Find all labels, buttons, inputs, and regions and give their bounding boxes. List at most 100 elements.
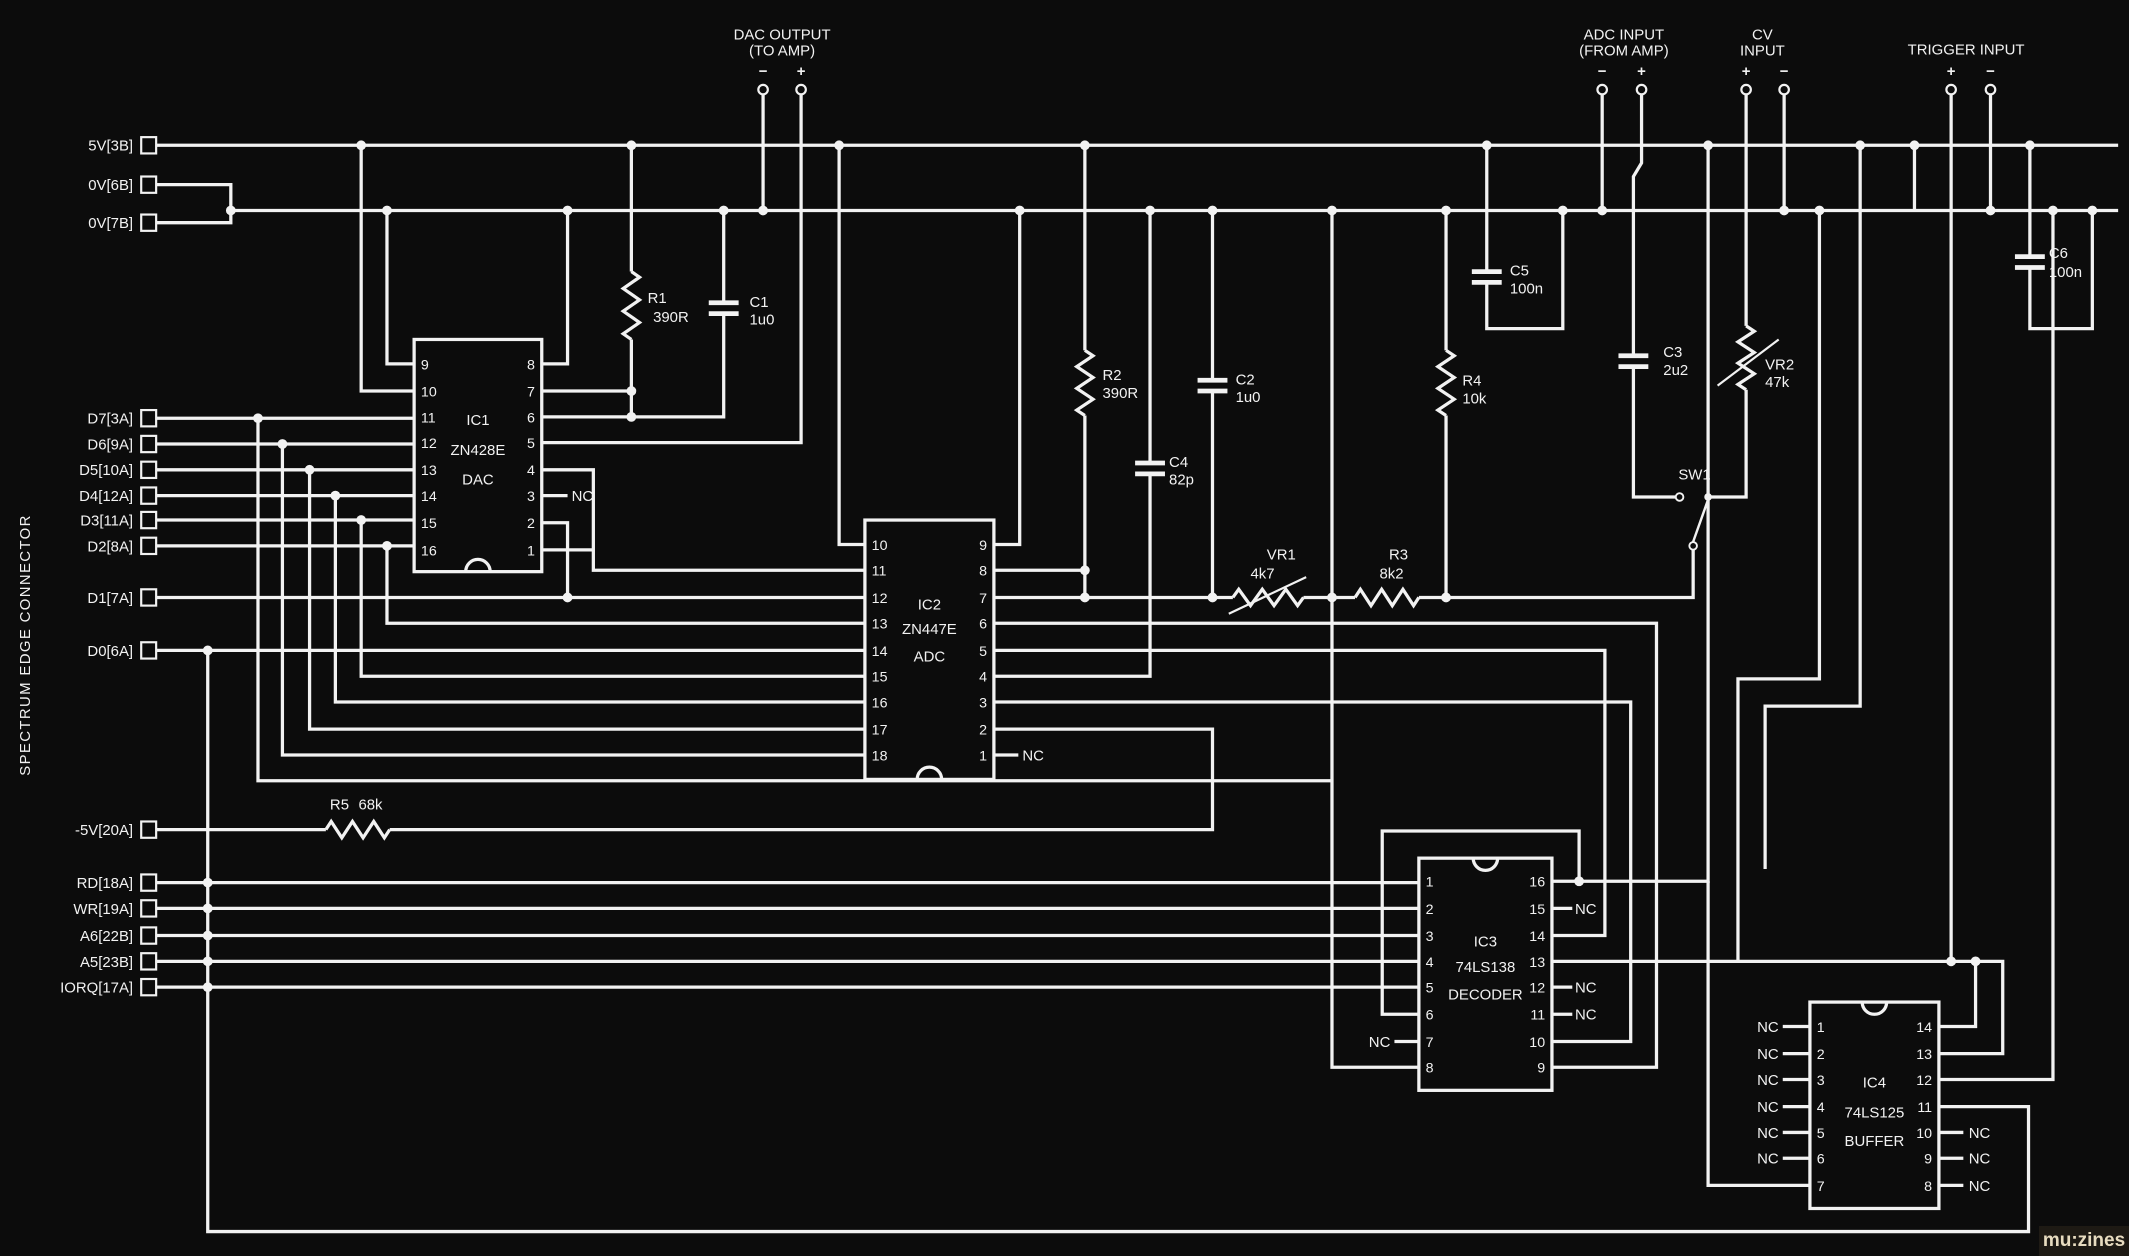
potentiometer-vr2: [1734, 324, 1758, 392]
terminal-polarity: −: [1780, 63, 1789, 80]
junction-dot: [1014, 205, 1025, 216]
component-value: 10k: [1462, 390, 1487, 407]
pin-number: 4: [527, 463, 535, 479]
wire: [993, 648, 1607, 938]
ic-package: [863, 518, 996, 782]
data-line: [385, 545, 865, 625]
edge-pin-pad: [140, 136, 158, 155]
pin-number: 13: [1916, 1047, 1932, 1063]
component-ref: C3: [1663, 344, 1682, 361]
wire: [541, 521, 570, 598]
pin-number: 17: [872, 723, 888, 739]
data-line: [359, 520, 865, 678]
wire: [1938, 961, 1978, 1029]
junction-dot: [1207, 592, 1218, 603]
edge-pin-label: D7[3A]: [87, 411, 133, 428]
pin-number: 16: [872, 695, 888, 711]
edge-pin-pad: [140, 952, 158, 971]
switch-contact: [1674, 492, 1685, 502]
junction-dot: [1079, 592, 1090, 603]
component-ref: R2: [1103, 367, 1122, 384]
terminal-socket: [1635, 83, 1648, 96]
wire: [837, 145, 865, 547]
pin-number: 7: [1817, 1179, 1825, 1195]
nc-label: NC: [1757, 1019, 1779, 1036]
edge-pin-label: D1[7A]: [87, 590, 133, 607]
component-value: 100n: [1510, 280, 1543, 297]
ic-part: ZN428E: [451, 442, 506, 459]
junction-dot: [1946, 956, 1957, 967]
edge-pin-label: D2[8A]: [87, 538, 133, 555]
data-line: [333, 495, 865, 704]
ic-notch: [464, 557, 492, 572]
junction-dot: [1327, 592, 1337, 603]
junction-dot: [1779, 205, 1790, 216]
pin-number: 12: [1916, 1073, 1932, 1089]
junction-dot: [562, 592, 573, 603]
ic-ref: IC2: [918, 597, 941, 614]
ic-ref: IC1: [466, 412, 489, 429]
nc-label: NC: [1575, 980, 1597, 997]
resistor-r2: [1073, 348, 1096, 417]
switch-ref: SW1: [1678, 466, 1710, 483]
switch-lever: [1692, 499, 1710, 543]
edge-pin-label: IORQ[17A]: [60, 980, 133, 997]
wire: [993, 700, 1633, 1044]
pin-number: 1: [979, 748, 987, 764]
pin-number: 6: [979, 617, 987, 633]
wire: [541, 95, 803, 445]
pin-number: 12: [872, 591, 888, 607]
pin-number: 9: [1924, 1152, 1932, 1168]
junction-dot: [1079, 565, 1090, 576]
pin-number: 12: [1529, 981, 1545, 997]
terminal-socket: [795, 83, 807, 96]
junction-dot: [356, 140, 367, 151]
component-value: 390R: [1103, 385, 1139, 402]
junction-dot: [1327, 205, 1337, 216]
junction-dot: [202, 930, 213, 941]
component-value: 8k2: [1380, 565, 1404, 582]
terminal-polarity: −: [759, 63, 768, 80]
nc-label: NC: [1757, 1099, 1779, 1116]
junction-dot: [834, 140, 844, 151]
edge-pin-label: D3[11A]: [80, 512, 133, 529]
edge-pin-pad: [140, 434, 158, 454]
terminal-polarity: −: [1598, 63, 1607, 80]
junction-dot: [382, 205, 392, 216]
junction-dot: [626, 140, 637, 151]
junction-dot: [562, 205, 573, 216]
pin-number: 16: [421, 543, 437, 559]
wire: [359, 145, 415, 393]
ic-package: [1808, 1000, 1941, 1211]
wire: [1763, 145, 1862, 870]
wire: [993, 210, 1022, 547]
wire: [1736, 210, 1822, 962]
wire: [1631, 95, 1680, 499]
junction-dot: [1814, 205, 1825, 216]
component-ref: R3: [1389, 546, 1408, 563]
nc-label: NC: [1969, 1178, 1991, 1195]
nc-label: NC: [572, 488, 594, 505]
wire: [1708, 95, 1748, 499]
edge-pin-pad: [140, 486, 158, 505]
edge-pin-pad: [140, 899, 158, 918]
pin-number: 1: [1817, 1020, 1825, 1036]
component-ref: VR2: [1765, 356, 1794, 373]
edge-pin-label: 5V[3B]: [88, 138, 133, 155]
terminal-polarity: +: [1947, 63, 1956, 80]
pin-number: 6: [527, 410, 535, 426]
pin-number: 11: [872, 564, 887, 580]
junction-dot: [1481, 140, 1492, 151]
edge-pin-label: A6[22B]: [80, 928, 133, 945]
pin-number: 15: [1529, 902, 1545, 918]
pin-number: 13: [1529, 955, 1545, 971]
edge-pin-pad: [140, 213, 158, 232]
resistor-r5: [324, 818, 392, 841]
component-ref: R4: [1462, 373, 1481, 390]
pin-number: 18: [872, 748, 888, 764]
pin-number: 15: [421, 516, 437, 532]
ic-package: [1417, 856, 1554, 1092]
pin-number: 5: [979, 644, 987, 660]
junction-dot: [1597, 205, 1608, 216]
pin-number: 11: [1530, 1008, 1545, 1024]
